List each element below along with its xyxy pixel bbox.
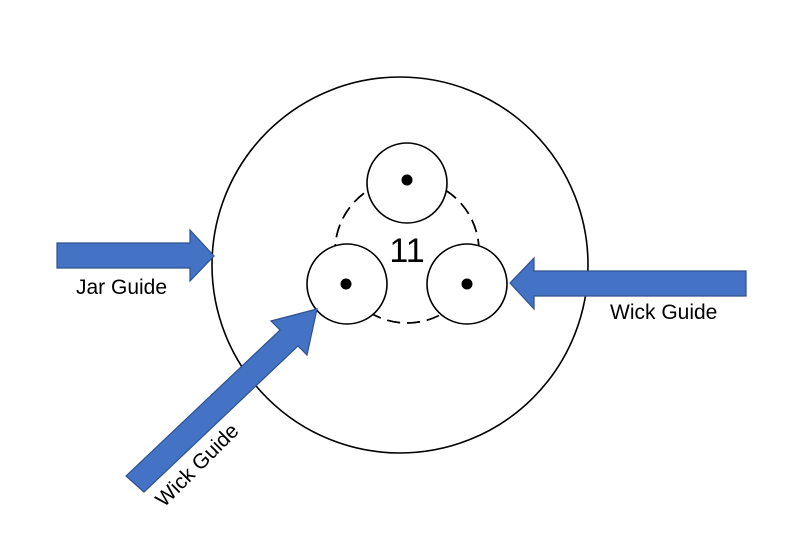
wick-guide-bottom-arrow: [125, 308, 318, 493]
wick-top-center-dot: [401, 174, 413, 186]
wick-right-center-dot: [461, 278, 473, 290]
wick-left: [306, 243, 388, 325]
wick-right: [426, 243, 508, 325]
wick-top: [366, 142, 448, 224]
jar-outline: [211, 76, 589, 454]
wick-left-center-dot: [340, 278, 352, 290]
jar-guide-label: Jar Guide: [76, 276, 167, 299]
jar-guide-arrow: [56, 228, 215, 283]
center-number: 11: [389, 232, 424, 270]
wick-guide-right-arrow: [509, 256, 747, 311]
wick-guide-right-label: Wick Guide: [610, 301, 717, 324]
